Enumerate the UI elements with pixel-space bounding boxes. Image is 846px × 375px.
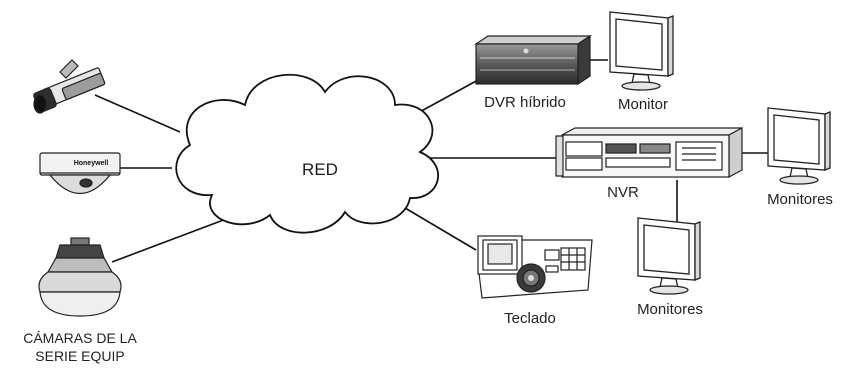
- dvr-label: DVR híbrido: [484, 94, 566, 111]
- cameras-label-line2: SERIE EQUIP: [35, 348, 125, 364]
- dvr-icon: [474, 34, 592, 86]
- dvr-monitor-icon: [609, 11, 674, 91]
- nvr-monitor-right-icon: [767, 107, 831, 185]
- network-label: RED: [302, 160, 338, 179]
- keyboard-icon: [477, 235, 593, 299]
- network-cloud: [175, 73, 439, 234]
- nvr-monitors-bottom-label: Monitores: [637, 301, 703, 318]
- link-keyboard: [399, 204, 477, 251]
- dvr-monitor-label: Monitor: [617, 96, 669, 113]
- nvr-label: NVR: [607, 184, 639, 201]
- ptz-camera-icon: [38, 237, 122, 317]
- cameras-label-line1: CÁMARAS DE LA: [23, 330, 137, 346]
- keyboard-label: Teclado: [504, 310, 556, 327]
- box-camera-icon: [33, 59, 106, 114]
- nvr-monitors-right-label: Monitores: [767, 191, 833, 208]
- link-box-camera: [94, 94, 181, 133]
- nvr-monitor-bottom-icon: [637, 217, 701, 295]
- nvr-icon: [555, 126, 743, 179]
- dome-camera-icon: Honeywell: [39, 152, 121, 195]
- dome-brand-logo: Honeywell: [74, 160, 109, 167]
